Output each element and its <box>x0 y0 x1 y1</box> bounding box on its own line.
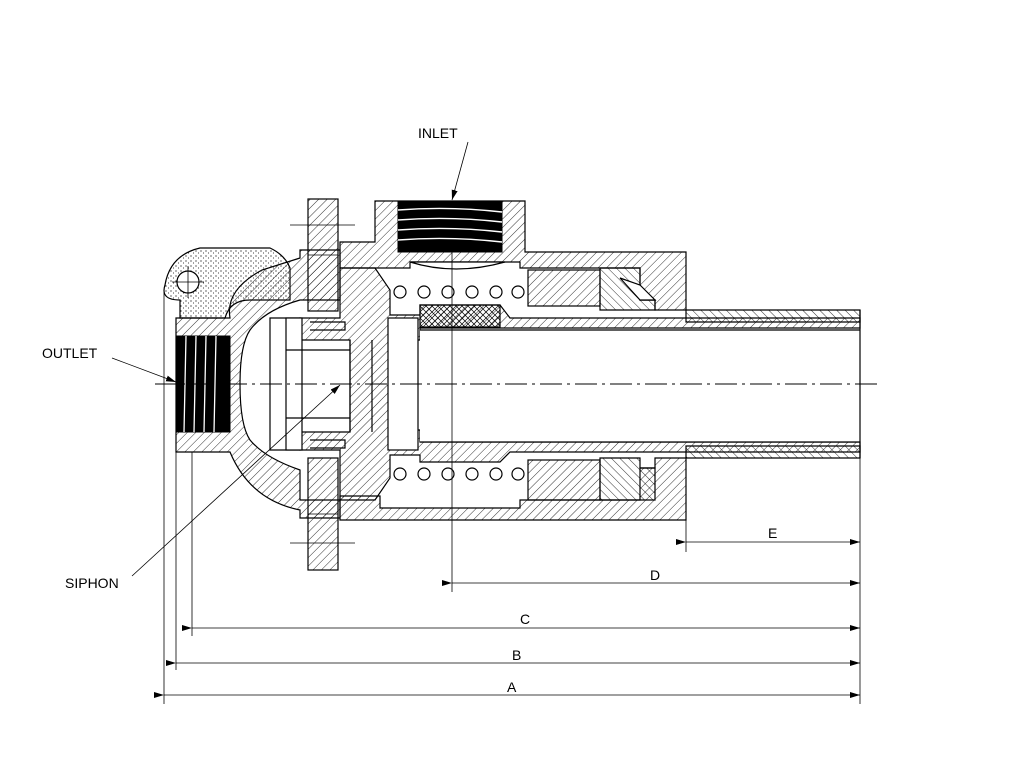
inlet-label: INLET <box>418 125 458 141</box>
siphon-leader <box>131 384 341 577</box>
dimension-label-b: B <box>512 647 521 663</box>
inlet-leader <box>451 141 469 201</box>
siphon-label: SIPHON <box>65 575 119 591</box>
outer-tube <box>685 309 861 459</box>
dimension-label-e: E <box>768 525 777 541</box>
dimension-label-a: A <box>507 679 517 695</box>
extension-lines <box>163 290 861 704</box>
housing-lower <box>339 457 687 521</box>
housing-upper <box>339 200 687 311</box>
outlet-leader <box>111 357 177 383</box>
dimension-label-c: C <box>520 611 530 627</box>
spring <box>393 269 601 501</box>
dimension-label-d: D <box>650 567 660 583</box>
rotor <box>285 267 861 501</box>
outlet-label: OUTLET <box>42 345 98 361</box>
inlet-thread <box>397 201 503 253</box>
